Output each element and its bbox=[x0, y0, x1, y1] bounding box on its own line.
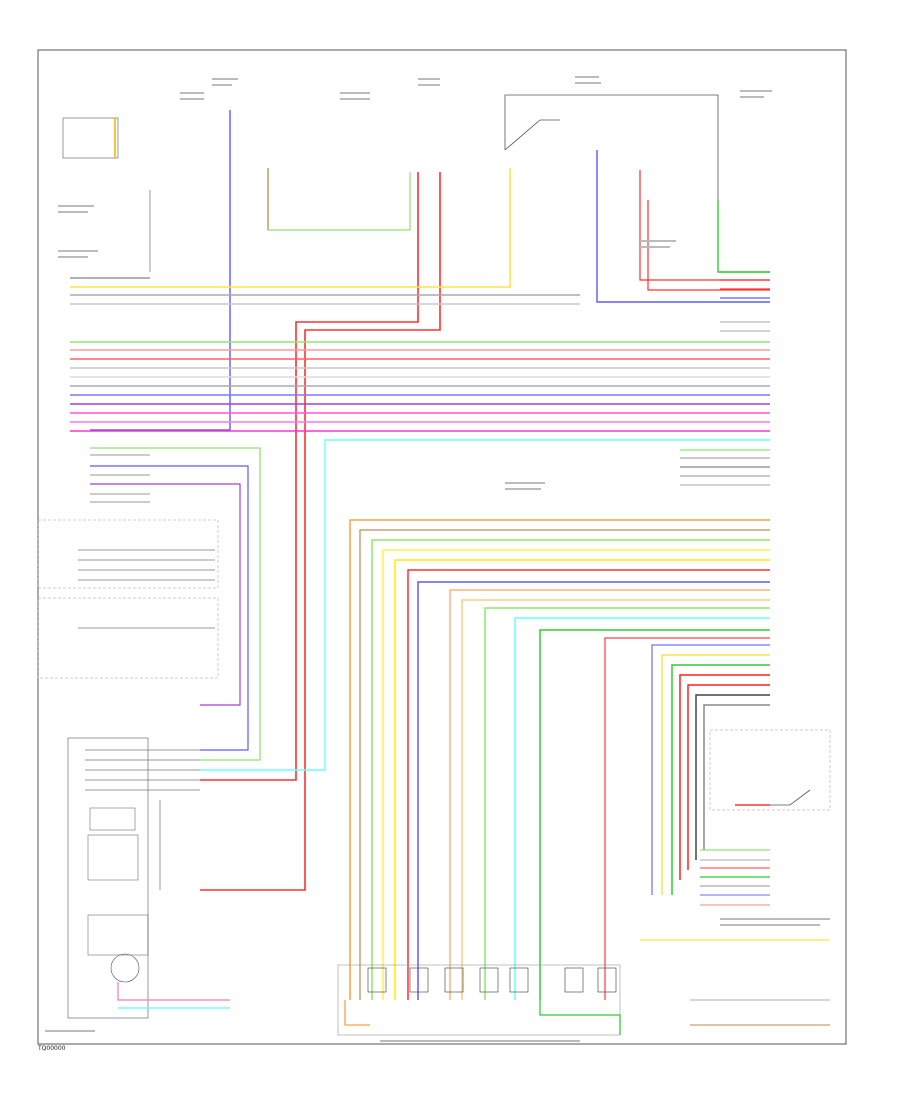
solenoids bbox=[367, 967, 617, 993]
meter-sub-b bbox=[87, 834, 139, 881]
lower-right-pins bbox=[700, 849, 770, 906]
right-switch-box bbox=[709, 729, 831, 811]
upper-harness bbox=[70, 277, 770, 432]
left-component-box-b bbox=[37, 597, 219, 679]
blu-wire-left bbox=[90, 465, 249, 751]
left-component-box-a bbox=[37, 519, 219, 589]
grn-right-wire bbox=[717, 200, 770, 273]
ltgrn-wire bbox=[90, 447, 261, 761]
lower-harness bbox=[349, 519, 770, 1000]
right-switch bbox=[760, 789, 811, 806]
vio-wire-left bbox=[90, 483, 241, 706]
red-wire-a bbox=[200, 172, 419, 781]
meter-pins bbox=[85, 749, 200, 791]
meter-gauge bbox=[110, 953, 140, 983]
relay-switch bbox=[504, 119, 560, 151]
diagram-code: TQ00000 bbox=[38, 1045, 66, 1052]
red-wire-b bbox=[200, 172, 441, 891]
blu-right-wire bbox=[596, 150, 770, 303]
solenoid-block bbox=[337, 964, 621, 1036]
red-right-wire-2 bbox=[647, 200, 770, 291]
diagram-frame bbox=[37, 49, 847, 1045]
red-right-wire bbox=[639, 170, 770, 281]
left-sensor-box bbox=[62, 117, 119, 159]
ltblu-wire bbox=[200, 439, 770, 771]
grn-link-wire bbox=[268, 172, 411, 231]
meter-sub-a bbox=[89, 807, 136, 831]
meter-out-a bbox=[117, 982, 230, 1001]
orn-gnd-loop bbox=[344, 1000, 370, 1026]
top-supply-rail bbox=[504, 94, 719, 270]
meter-sub-c bbox=[87, 914, 149, 956]
left-sensor-rows bbox=[78, 454, 215, 629]
grn-gnd-loop bbox=[539, 1000, 621, 1035]
micro-labels bbox=[45, 76, 830, 1042]
blu-vertical-wire bbox=[90, 110, 231, 431]
right-connector-upper bbox=[680, 271, 770, 486]
combination-meter bbox=[67, 737, 149, 1019]
